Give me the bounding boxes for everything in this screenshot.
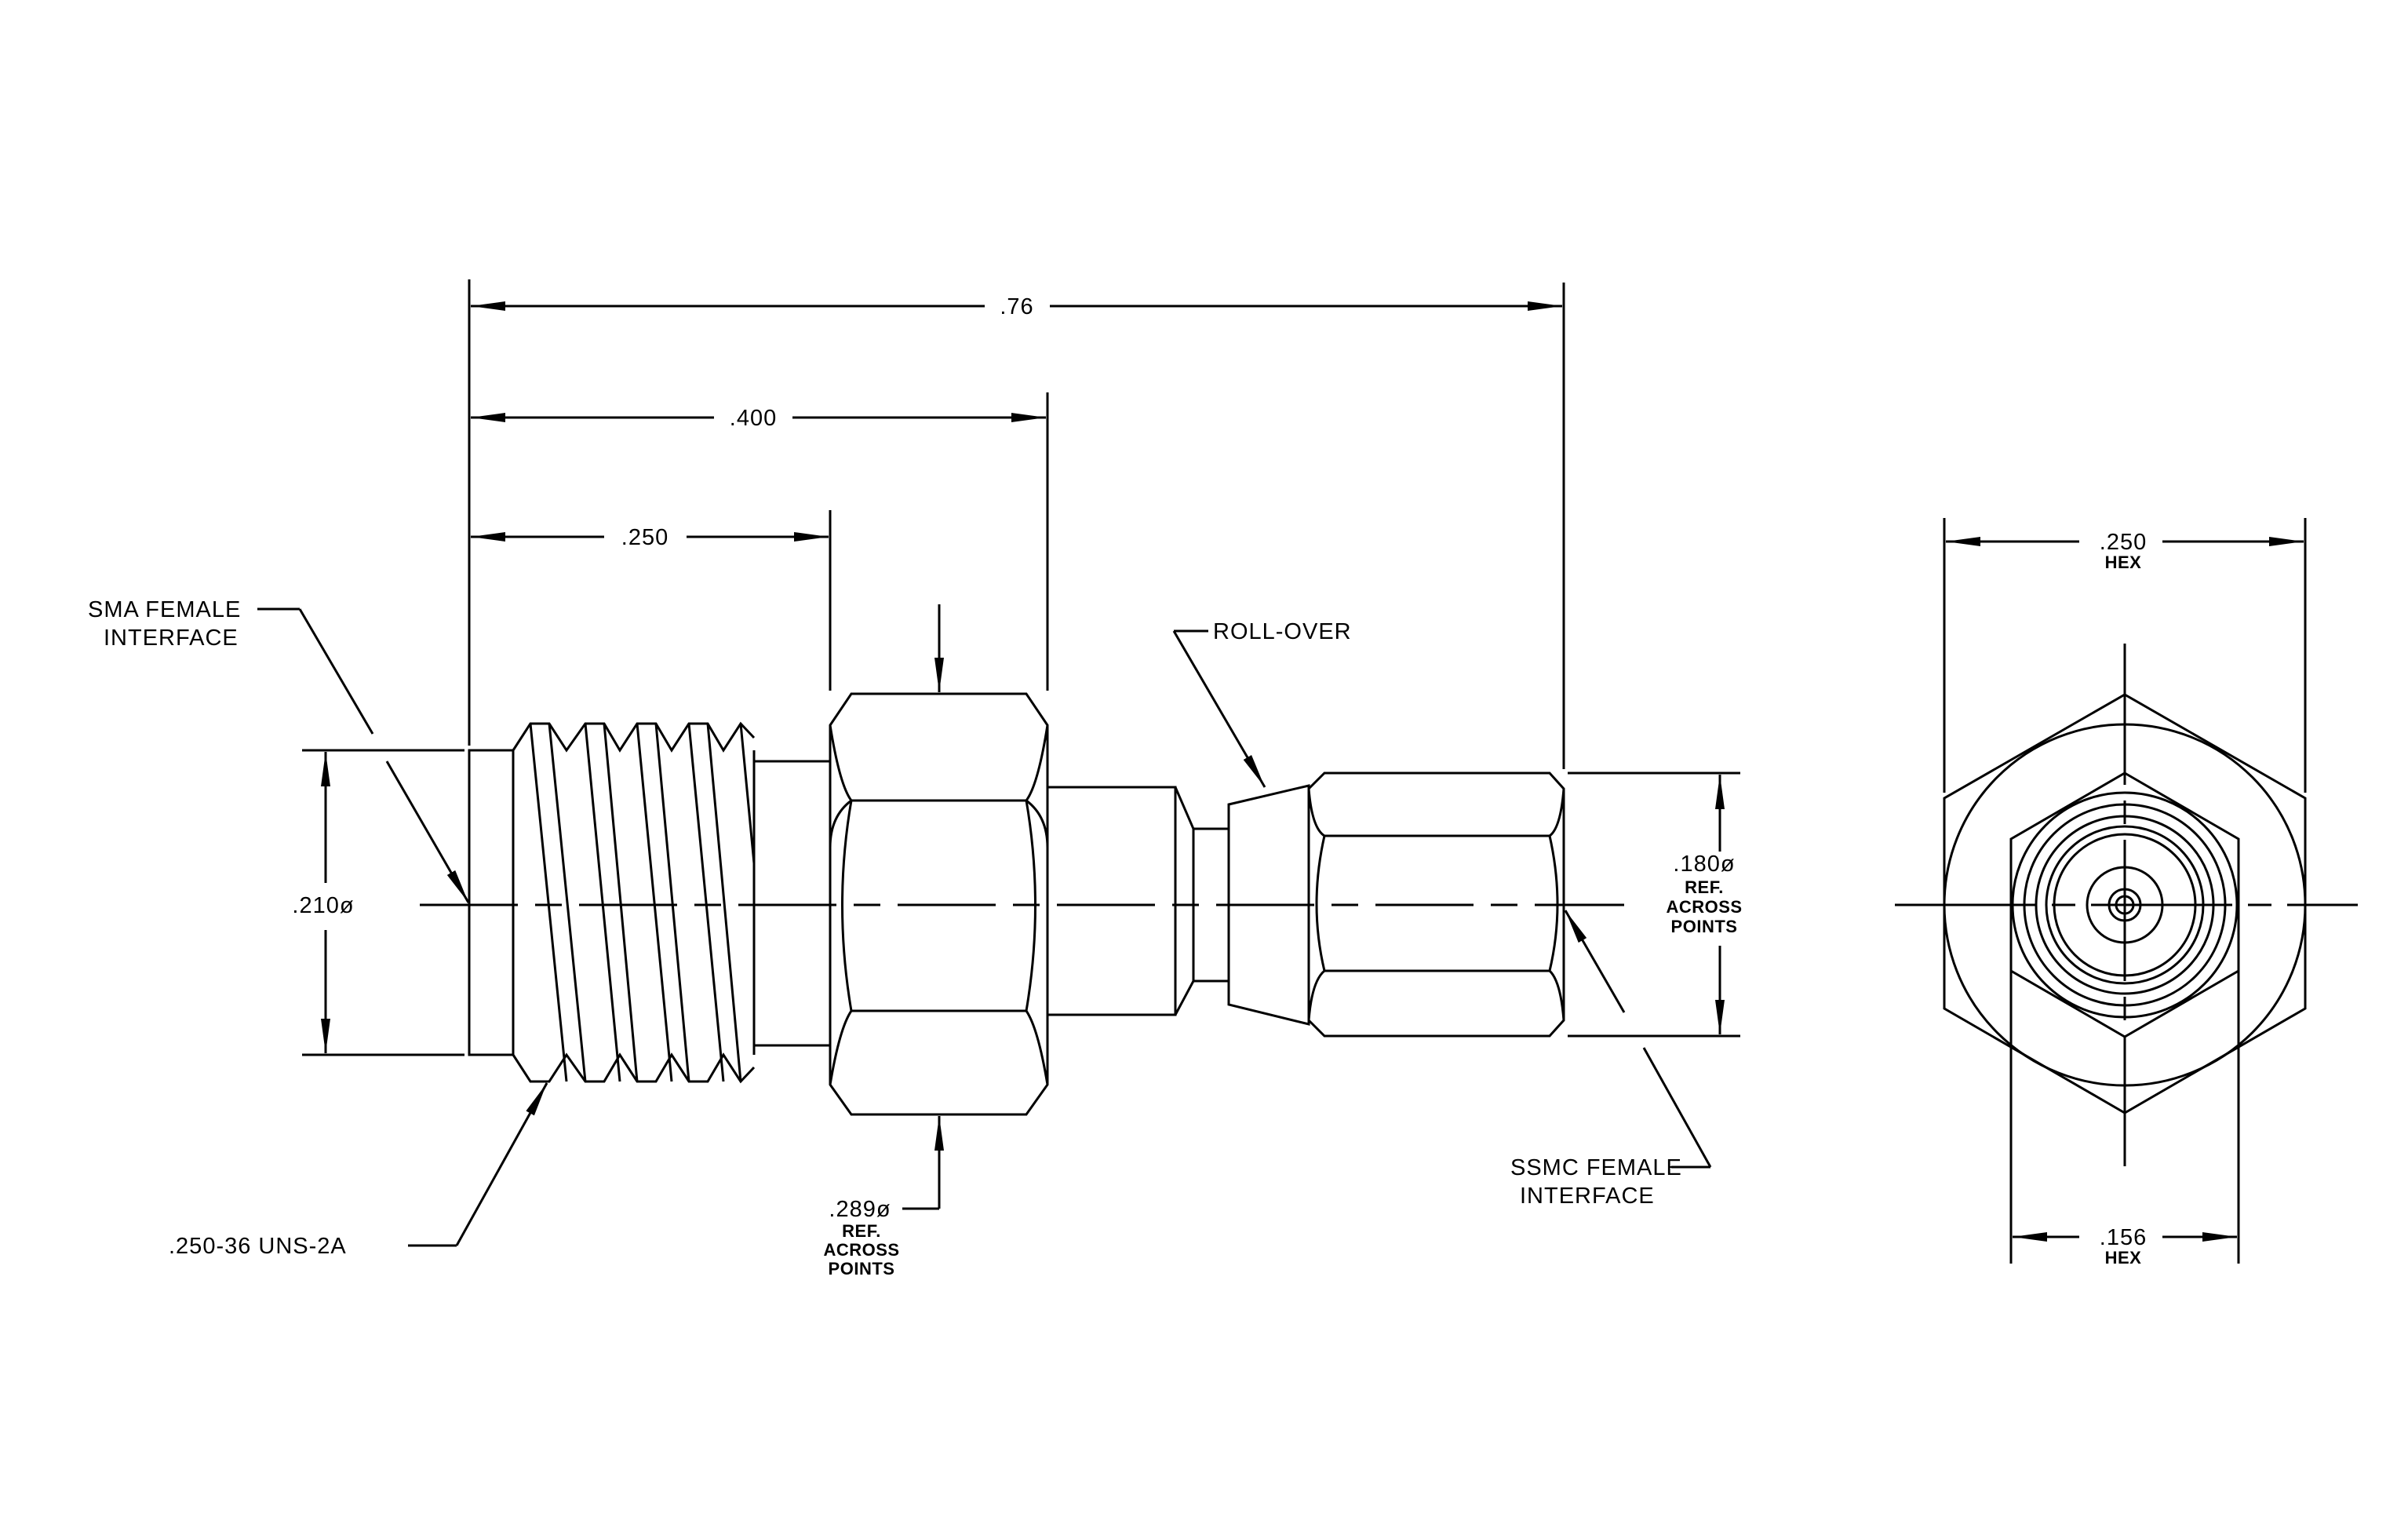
ref-text-180: REF. — [1685, 877, 1724, 897]
points-text-180: POINTS — [1671, 917, 1738, 936]
dim-289-text: .289ø — [829, 1197, 891, 1222]
dim-250-text: .250 — [621, 525, 668, 550]
middle-body — [1046, 786, 1230, 1016]
across-text-180: ACROSS — [1666, 897, 1742, 917]
callout-texts: SMA FEMALE INTERFACE .250-36 UNS-2A ROLL… — [88, 597, 1682, 1259]
points-text-289: POINTS — [829, 1259, 895, 1278]
dim-0289 — [902, 604, 944, 1210]
dim-end-250-text: .250 — [2100, 530, 2147, 555]
thread-section — [512, 721, 756, 1084]
dim-end-156-text: .156 — [2100, 1225, 2147, 1250]
centerline — [420, 644, 2358, 1166]
dimension-texts: .76 .400 .250 .210ø .289ø REF. ACROSS PO… — [292, 294, 2147, 1278]
ssmc-hex-body — [1307, 771, 1565, 1038]
ssmc-interface-label-1: SSMC FEMALE — [1510, 1155, 1682, 1180]
extension-lines — [302, 279, 1740, 1056]
leader-ssmc — [1564, 910, 1712, 1169]
hex-text-156: HEX — [2105, 1248, 2142, 1268]
sma-front-body — [468, 749, 515, 1056]
ref-text-289: REF. — [842, 1221, 881, 1241]
leader-thread — [408, 1082, 548, 1247]
roll-over-label: ROLL-OVER — [1213, 619, 1352, 644]
dim-180-text: .180ø — [1673, 852, 1735, 877]
dim-210-text: .210ø — [292, 893, 354, 918]
dim-400-text: .400 — [730, 406, 777, 431]
ssmc-interface-label-2: INTERFACE — [1520, 1184, 1655, 1209]
neck — [752, 760, 832, 1047]
leader-rollover — [1172, 629, 1266, 788]
end-view — [1943, 518, 2307, 1264]
roll-over-taper — [1227, 784, 1310, 1026]
sma-hex-body — [829, 692, 1049, 1116]
across-text-289: ACROSS — [823, 1240, 899, 1260]
dim-overall-text: .76 — [1000, 294, 1033, 319]
leader-sma — [257, 607, 470, 903]
sma-interface-label-2: INTERFACE — [104, 626, 239, 651]
sma-interface-label-1: SMA FEMALE — [88, 597, 241, 622]
thread-spec-label: .250-36 UNS-2A — [169, 1234, 347, 1259]
hex-text-250: HEX — [2105, 553, 2142, 572]
